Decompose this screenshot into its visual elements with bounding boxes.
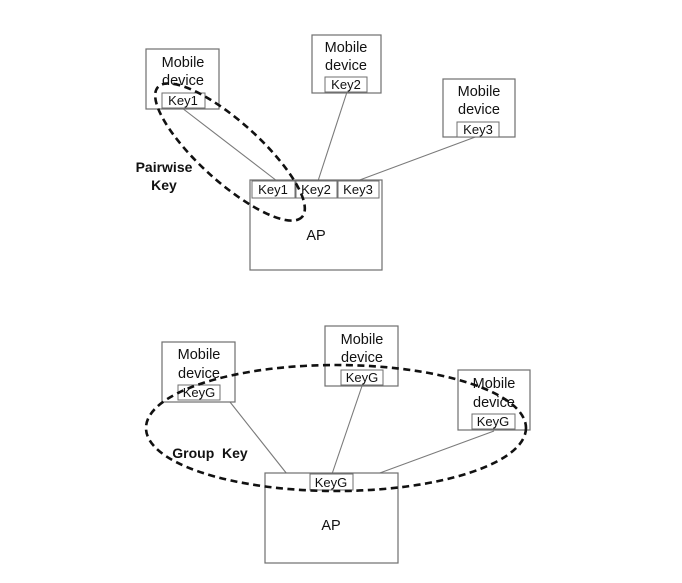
ap-label: AP bbox=[321, 518, 340, 534]
device-key-label: Key3 bbox=[463, 122, 493, 137]
device-label: Mobile bbox=[458, 84, 501, 100]
link-device1-ap bbox=[229, 401, 288, 475]
device-label: device bbox=[473, 395, 515, 411]
group-key-label: Group Key bbox=[172, 445, 248, 461]
pairwise-diagram: Key1 Key2 Key3 AP Mobile device Key1 Mob… bbox=[136, 34, 516, 271]
device-label: Mobile bbox=[341, 332, 384, 348]
device-key-label: KeyG bbox=[477, 414, 510, 429]
ap-key-label: Key2 bbox=[301, 182, 331, 197]
device-key-cell bbox=[161, 92, 206, 109]
ap-key-cell bbox=[295, 180, 338, 199]
link-device2-ap bbox=[331, 385, 363, 475]
ap-key-label: Key1 bbox=[258, 182, 288, 197]
device-key-cell bbox=[324, 76, 368, 93]
ap-key-cell bbox=[309, 473, 354, 491]
device-label: Mobile bbox=[178, 347, 221, 363]
device-label: Mobile bbox=[162, 55, 205, 71]
device-key-label: KeyG bbox=[183, 385, 216, 400]
device-label: device bbox=[341, 350, 383, 366]
device-label: device bbox=[458, 102, 500, 118]
ap-key-cell bbox=[337, 180, 380, 199]
ap-key-label: Key3 bbox=[343, 182, 373, 197]
link-device1-ap bbox=[181, 107, 278, 182]
device-label: device bbox=[162, 73, 204, 89]
link-device3-ap bbox=[356, 135, 479, 182]
group-diagram: KeyG AP Mobile device KeyG Mobile device… bbox=[144, 325, 531, 564]
ap-key-label: KeyG bbox=[315, 475, 348, 490]
ap-key-cell bbox=[251, 180, 296, 199]
device-key-label: Key2 bbox=[331, 77, 361, 92]
link-device2-ap bbox=[317, 91, 348, 182]
pairwise-key-label: Pairwise bbox=[136, 159, 193, 175]
device-key-cell bbox=[471, 413, 516, 430]
ap-label: AP bbox=[306, 228, 325, 244]
device-label: Mobile bbox=[473, 376, 516, 392]
device-label: device bbox=[178, 366, 220, 382]
link-device3-ap bbox=[376, 430, 495, 475]
device-key-cell bbox=[456, 121, 500, 138]
device-label: Mobile bbox=[325, 40, 368, 56]
pairwise-key-ellipse bbox=[153, 82, 307, 222]
device-label: device bbox=[325, 58, 367, 74]
pairwise-key-label: Key bbox=[151, 177, 177, 193]
device-key-cell bbox=[340, 369, 384, 386]
device-key-label: KeyG bbox=[346, 370, 379, 385]
group-key-ellipse bbox=[144, 363, 528, 493]
device-key-label: Key1 bbox=[168, 93, 198, 108]
